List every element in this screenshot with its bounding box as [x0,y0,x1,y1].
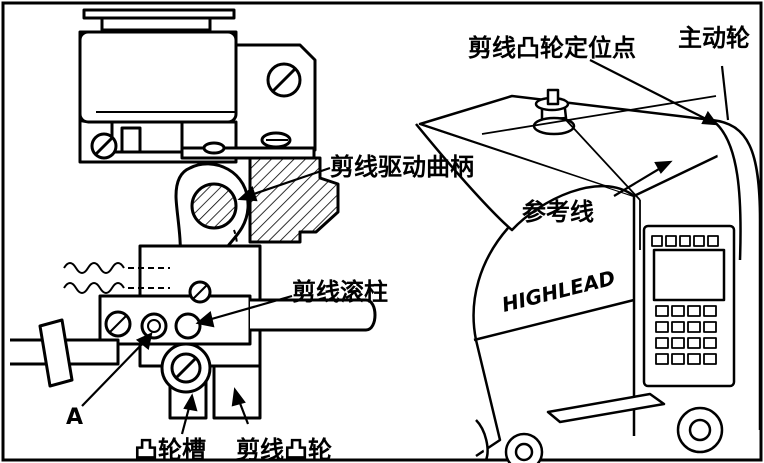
reference-line-label: 参考线 [522,198,594,226]
trimming-roller-label: 剪线滚柱 [292,278,388,306]
right-machine [415,88,762,463]
marker-a-label: A [66,405,83,430]
trimming-crank-label: 剪线驱动曲柄 [330,153,474,181]
left-mechanism [10,8,377,420]
main-wheel-label: 主动轮 [678,24,750,52]
cam-positioning-point-label: 剪线凸轮定位点 [468,34,636,62]
trimming-cam-label: 剪线凸轮 [236,436,332,463]
leader-lines [81,59,730,435]
cam-groove-label: 凸轮槽 [134,436,206,463]
